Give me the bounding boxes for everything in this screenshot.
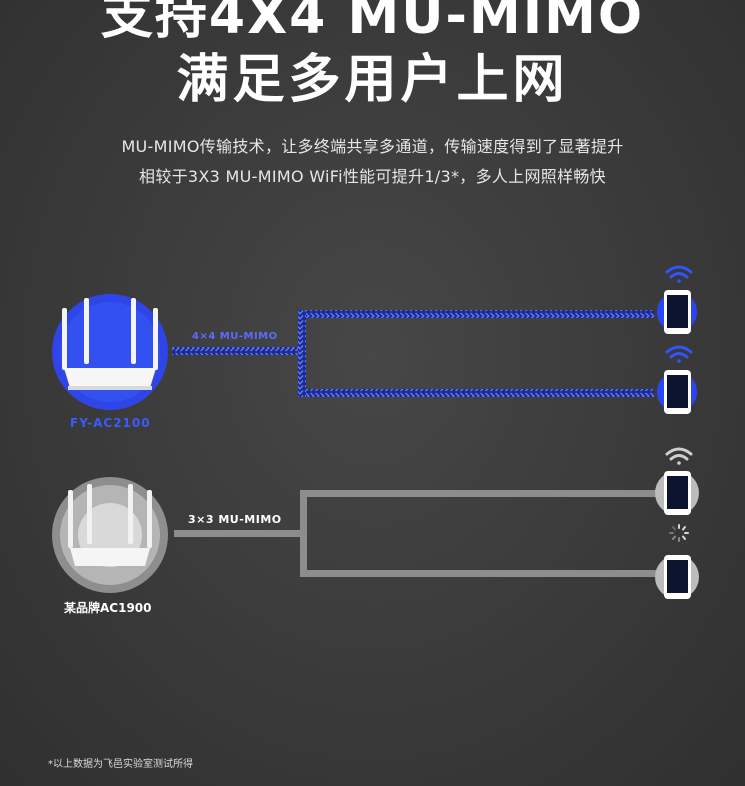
footnote: *以上数据为飞邑实验室测试所得 [48, 759, 193, 770]
smartphone-icon [655, 555, 699, 599]
router-other-icon [52, 477, 168, 593]
headline-line-1: 支持4X4 MU-MIMO [100, 0, 645, 46]
link-4x4-path [172, 310, 654, 397]
wifi-icon [665, 447, 693, 465]
subtitle-line-1: MU-MIMO传输技术，让多终端共享多通道，传输速度得到了显著提升 [121, 137, 624, 156]
router-fy-icon [52, 294, 168, 410]
subtitle-line-2: 相较于3X3 MU-MIMO WiFi性能可提升1/3*，多人上网照样畅快 [139, 167, 606, 186]
wifi-icon [665, 265, 693, 283]
link-label-3x3: 3×3 MU-MIMO [188, 513, 282, 526]
router-other-name: 某品牌AC1900 [64, 601, 152, 615]
smartphone-icon [655, 290, 699, 334]
link-label-4x4: 4×4 MU-MIMO [192, 331, 278, 342]
wifi-icon [665, 345, 693, 363]
router-fy-name: FY-AC2100 [70, 416, 151, 430]
smartphone-icon [655, 471, 699, 515]
headline-line-2: 满足多用户上网 [176, 50, 569, 110]
link-3x3-path [174, 490, 656, 577]
loading-spinner-icon [669, 524, 689, 542]
smartphone-icon [655, 370, 699, 414]
